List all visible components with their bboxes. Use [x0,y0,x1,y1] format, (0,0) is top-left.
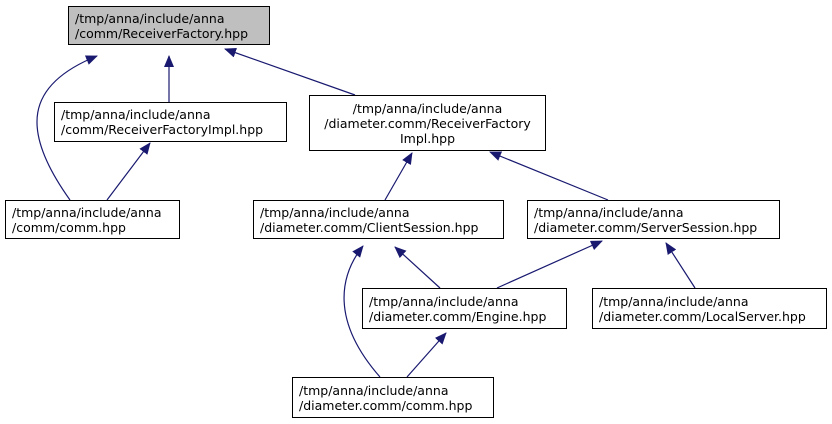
node-receiver-factory-line1: /tmp/anna/include/anna [75,10,225,26]
node-diameter-comm-hpp-line1: /tmp/anna/include/anna [299,382,449,398]
node-receiver-factory-impl-line1: /tmp/anna/include/anna [61,107,211,122]
edge-diameter-comm-hpp-to-client-session [343,245,381,378]
node-receiver-factory: /tmp/anna/include/anna /comm/ReceiverFac… [68,6,270,45]
node-server-session-line2: /diameter.comm/ServerSession.hpp [534,219,758,235]
edge-diameter-receiver-factory-impl-to-receiver-factory [224,47,356,96]
node-engine-line2: /diameter.comm/Engine.hpp [369,308,547,324]
edge-engine-to-server-session [496,240,603,289]
node-comm-hpp-line1: /tmp/anna/include/anna [12,204,162,220]
node-receiver-factory-impl[interactable]: /tmp/anna/include/anna /comm/ReceiverFac… [54,102,287,142]
node-client-session-line2: /diameter.comm/ClientSession.hpp [260,219,479,235]
node-diameter-receiver-factory-impl-line1: /tmp/anna/include/anna [352,100,503,116]
node-client-session-line1: /tmp/anna/include/anna [260,204,410,220]
node-local-server[interactable]: /tmp/anna/include/anna /diameter.comm/Lo… [592,288,827,329]
node-diameter-receiver-factory-impl-line3: Impl.hpp [399,130,456,146]
edge-client-session-to-diameter-receiver-factory-impl [384,152,413,201]
node-comm-hpp[interactable]: /tmp/anna/include/anna /comm/comm.hpp [5,200,180,239]
node-server-session-line1: /tmp/anna/include/anna [534,204,684,220]
node-local-server-line2: /diameter.comm/LocalServer.hpp [599,308,806,324]
edge-local-server-to-server-session [665,242,696,289]
node-engine[interactable]: /tmp/anna/include/anna /diameter.comm/En… [362,288,567,329]
edge-engine-to-client-session [394,246,441,289]
node-receiver-factory-impl-line2: /comm/ReceiverFactoryImpl.hpp [61,122,264,137]
node-server-session[interactable]: /tmp/anna/include/anna /diameter.comm/Se… [527,200,780,239]
edge-diameter-comm-hpp-to-engine [406,332,447,378]
node-receiver-factory-line2: /comm/ReceiverFactory.hpp [75,25,249,41]
node-local-server-line1: /tmp/anna/include/anna [599,293,749,309]
edge-comm-hpp-to-receiver-factory-impl [106,142,151,201]
node-diameter-receiver-factory-impl[interactable]: /tmp/anna/include/anna /diameter.comm/Re… [309,95,546,151]
node-comm-hpp-line2: /comm/comm.hpp [12,219,126,235]
node-client-session[interactable]: /tmp/anna/include/anna /diameter.comm/Cl… [253,200,504,239]
edge-server-session-to-diameter-receiver-factory-impl [489,151,609,201]
node-engine-line1: /tmp/anna/include/anna [369,293,519,309]
node-diameter-receiver-factory-impl-line2: /diameter.comm/ReceiverFactory [324,115,531,131]
edge-comm-hpp-to-receiver-factory [36,55,98,201]
node-diameter-comm-hpp-line2: /diameter.comm/comm.hpp [299,397,473,413]
node-diameter-comm-hpp[interactable]: /tmp/anna/include/anna /diameter.comm/co… [292,377,494,418]
